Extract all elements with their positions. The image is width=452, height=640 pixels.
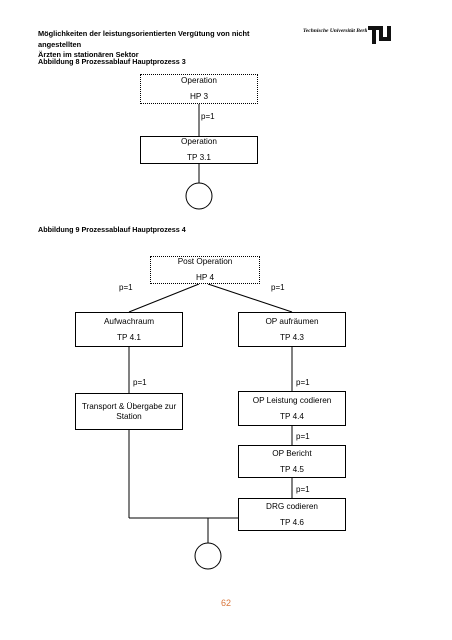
tp43-id: TP 4.3 bbox=[280, 332, 304, 342]
tp46-id: TP 4.6 bbox=[280, 517, 304, 527]
end-node-2 bbox=[194, 542, 222, 570]
tp31-title: Operation bbox=[181, 137, 217, 146]
title-line-2: Ärzten im stationären Sektor bbox=[38, 50, 139, 59]
hp3-box: Operation HP 3 bbox=[140, 74, 258, 104]
hp4-title: Post Operation bbox=[177, 257, 233, 266]
figure-9-caption: Abbildung 9 Prozessablauf Hauptprozess 4 bbox=[38, 225, 186, 234]
tp45-box: OP Bericht TP 4.5 bbox=[238, 445, 346, 478]
figure-8-caption: Abbildung 8 Prozessablauf Hauptprozess 3 bbox=[38, 57, 186, 66]
tp45-id: TP 4.5 bbox=[280, 464, 304, 474]
p-label-tp41: p=1 bbox=[133, 378, 147, 387]
hp4-id: HP 4 bbox=[195, 273, 215, 282]
tu-logo bbox=[367, 24, 394, 46]
tp31-id: TP 3.1 bbox=[187, 153, 211, 162]
p-label-left: p=1 bbox=[119, 283, 133, 292]
end-node-1 bbox=[185, 182, 213, 210]
tp42-title-line-1: Transport & Übergabe zur bbox=[81, 401, 177, 411]
tp41-title: Aufwachraum bbox=[103, 316, 155, 326]
tp41-box: Aufwachraum TP 4.1 bbox=[75, 312, 183, 347]
tp44-box: OP Leistung codieren TP 4.4 bbox=[238, 391, 346, 426]
university-name: Technische Universität Berlin bbox=[303, 28, 371, 34]
tp41-id: TP 4.1 bbox=[117, 332, 141, 342]
tp46-title: DRG codieren bbox=[266, 501, 318, 511]
tp42-box: Transport & Übergabe zur Station bbox=[75, 393, 183, 430]
tp42-title-line-2: Station bbox=[116, 411, 142, 421]
tp43-title: OP aufräumen bbox=[265, 316, 319, 326]
hp3-title: Operation bbox=[181, 76, 217, 85]
tp31-box: Operation TP 3.1 bbox=[140, 136, 258, 164]
p-label-hp3: p=1 bbox=[201, 112, 215, 121]
p-label-right: p=1 bbox=[271, 283, 285, 292]
hp3-id: HP 3 bbox=[189, 92, 209, 101]
tp46-box: DRG codieren TP 4.6 bbox=[238, 498, 346, 531]
document-title: Möglichkeiten der leistungsorientierten … bbox=[38, 29, 288, 61]
p-label-tp44: p=1 bbox=[296, 432, 310, 441]
tp43-box: OP aufräumen TP 4.3 bbox=[238, 312, 346, 347]
tp44-id: TP 4.4 bbox=[280, 411, 304, 421]
p-label-tp43: p=1 bbox=[296, 378, 310, 387]
page-number: 62 bbox=[220, 598, 231, 608]
hp4-box: Post Operation HP 4 bbox=[150, 256, 260, 284]
tp45-title: OP Bericht bbox=[272, 448, 312, 458]
tp44-title: OP Leistung codieren bbox=[252, 395, 332, 405]
p-label-tp45: p=1 bbox=[296, 485, 310, 494]
title-line-1: Möglichkeiten der leistungsorientierten … bbox=[38, 29, 250, 49]
